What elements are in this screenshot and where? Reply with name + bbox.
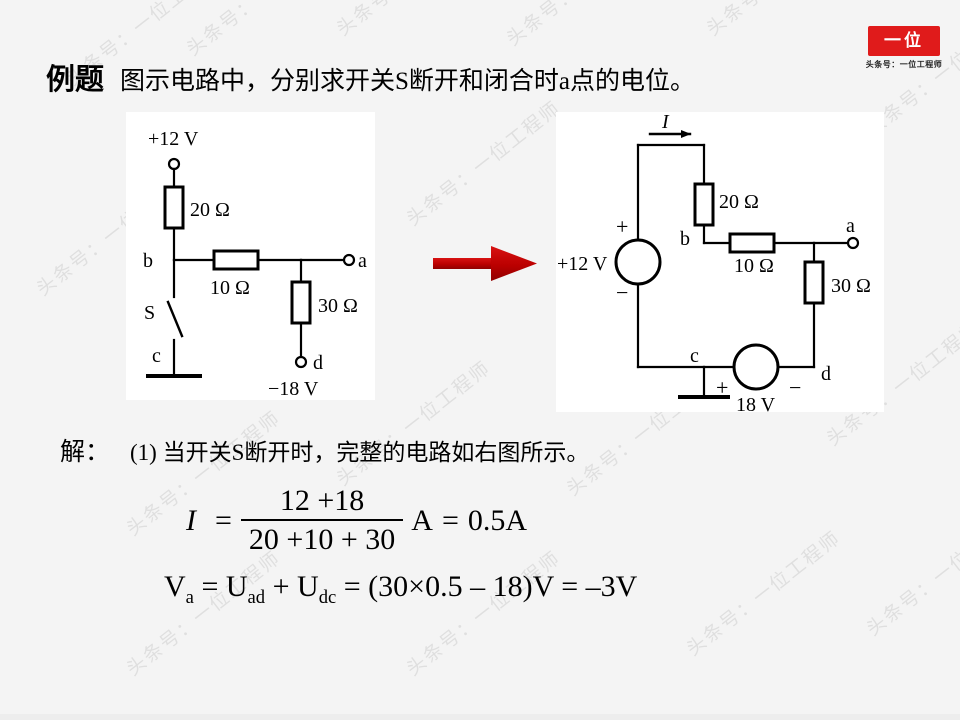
eq1-lhs: I: [186, 503, 196, 537]
watermark-text: 头条号：一位工程师: [403, 547, 565, 681]
label-src12v: +12 V: [557, 253, 608, 275]
solution-label: 解：: [60, 439, 111, 466]
solution-step-text: (1) 当开关S断开时，完整的电路如右图所示。: [130, 440, 590, 465]
label-left-r20: 20 Ω: [190, 199, 230, 221]
label-right-node-b: b: [680, 228, 690, 250]
eq1-result: 0.5A: [467, 503, 528, 537]
logo-mark: 一位: [868, 26, 940, 56]
circuit-left-svg: +12 V 20 Ω 10 Ω 30 Ω b a S c d −18 V: [143, 128, 367, 400]
label-left-r10: 10 Ω: [210, 277, 250, 299]
label-left-minus18: −18 V: [268, 378, 319, 400]
label-current-I: I: [661, 112, 670, 133]
voltage-source-12v: [614, 238, 662, 286]
label-src18v-plus: +: [716, 375, 728, 400]
title-tag: 例题: [46, 64, 105, 96]
eq1-equals2: =: [441, 503, 459, 537]
voltage-source-18v: [732, 343, 780, 391]
watermark-text: 头条号：一位工程师: [500, 0, 666, 51]
label-right-node-a: a: [846, 215, 855, 237]
title-text: 图示电路中，分别求开关S断开和闭合时a点的电位。: [120, 68, 696, 95]
label-right-r20: 20 Ω: [719, 191, 759, 213]
logo-caption: 头条号：一位工程师: [865, 60, 943, 69]
circuit-diagram-left: +12 V 20 Ω 10 Ω 30 Ω b a S c d −18 V: [126, 112, 375, 400]
watermark-text: 头条号：一位工程师: [180, 0, 346, 61]
label-src12v-plus: +: [616, 214, 628, 239]
equation-current: I = 12 +18 20 +10 + 30 A = 0.5A: [186, 484, 527, 557]
red-right-arrow: [433, 243, 545, 285]
watermark-text: 头条号：一位工程师: [330, 0, 496, 41]
label-left-r30: 30 Ω: [318, 295, 358, 317]
label-right-node-c: c: [690, 345, 699, 367]
label-right-r10: 10 Ω: [734, 255, 774, 277]
watermark-text: 头条号：一位工程师: [863, 507, 960, 641]
label-left-plus12: +12 V: [148, 128, 199, 150]
terminal-minus18: [294, 355, 308, 369]
bottom-strip: [0, 714, 960, 720]
label-src18v-minus: −: [789, 375, 801, 400]
label-left-node-c: c: [152, 345, 161, 367]
eq1-denominator: 20 +10 + 30: [240, 519, 404, 557]
eq1-fraction: 12 +18 20 +10 + 30: [240, 484, 404, 557]
channel-logo: 一位 头条号：一位工程师: [854, 26, 954, 70]
label-src18v: 18 V: [736, 394, 776, 412]
circuit-diagram-right: I 20 Ω 10 Ω 30 Ω +12 V + − c d b a + − 1…: [556, 112, 884, 412]
solution-line: 解： (1) 当开关S断开时，完整的电路如右图所示。: [60, 432, 589, 468]
watermark-text: 头条号：一位工程师: [683, 527, 845, 661]
page-title: 例题 图示电路中，分别求开关S断开和闭合时a点的电位。: [46, 56, 695, 98]
circuit-right-svg: I 20 Ω 10 Ω 30 Ω +12 V + − c d b a + − 1…: [557, 112, 871, 412]
label-left-node-a: a: [358, 250, 367, 272]
watermark-text: 头条号：一位工程师: [700, 0, 866, 41]
equation-potential: Va = Uad + Udc = (30×0.5 – 18)V = –3V: [164, 570, 638, 608]
watermark-text: 头条号：一位工程师: [123, 547, 285, 681]
terminal-plus12: [167, 157, 181, 171]
eq1-equals: =: [215, 503, 232, 537]
eq1-numerator: 12 +18: [279, 484, 365, 517]
label-left-node-b: b: [143, 250, 153, 272]
label-src12v-minus: −: [616, 280, 628, 305]
label-left-node-d: d: [313, 352, 323, 374]
label-left-switch: S: [144, 302, 155, 324]
eq1-unit: A: [411, 503, 433, 537]
watermark-text: 头条号：一位工程师: [403, 97, 565, 231]
label-right-node-d: d: [821, 363, 831, 385]
label-right-r30: 30 Ω: [831, 275, 871, 297]
terminal-a-right: [846, 236, 860, 250]
terminal-a: [342, 253, 356, 267]
